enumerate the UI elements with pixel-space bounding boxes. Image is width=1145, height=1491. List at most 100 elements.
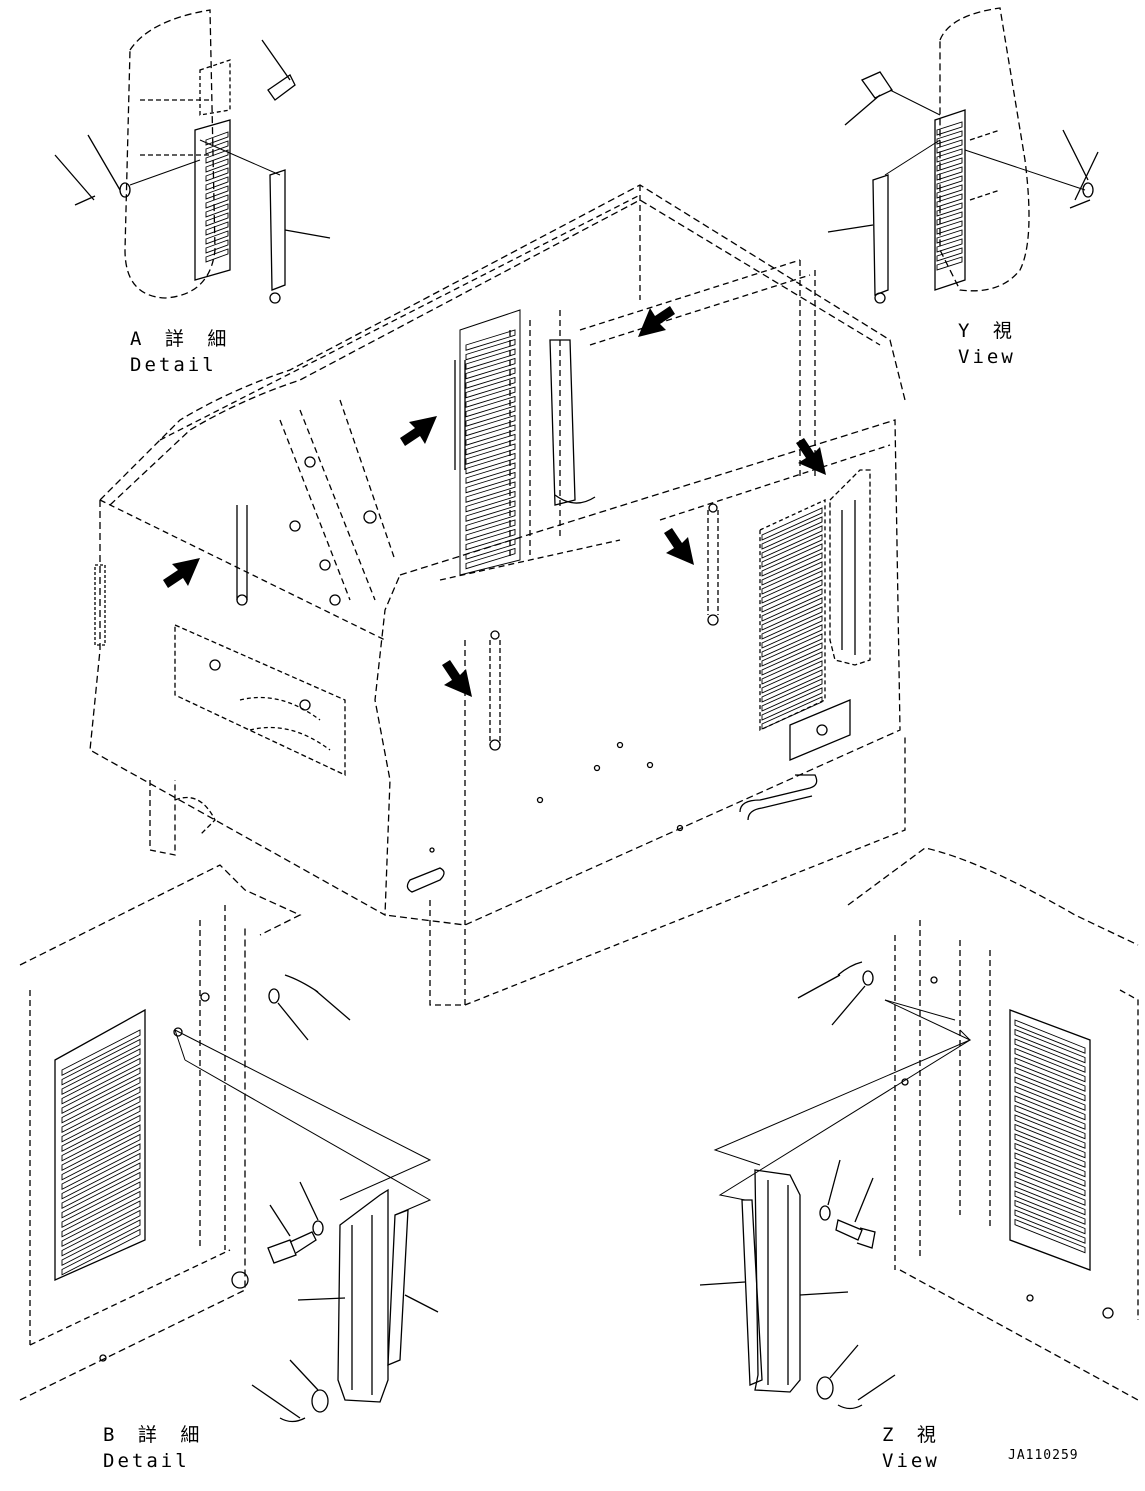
louvre-slat bbox=[205, 140, 229, 155]
louvre-slat bbox=[61, 1114, 141, 1162]
louvre-slat bbox=[936, 148, 963, 163]
louvre-slat bbox=[761, 696, 823, 730]
view-z-title: Z 視 bbox=[882, 1424, 942, 1446]
view-z-grille-slats bbox=[1014, 1019, 1086, 1254]
louvre-slat bbox=[761, 561, 823, 595]
detail-b-drawing bbox=[19, 864, 439, 1423]
louvre-slat bbox=[61, 1228, 141, 1276]
louvre-slat bbox=[761, 633, 823, 667]
louvre-slat bbox=[205, 194, 229, 209]
louvre-slat bbox=[1014, 1114, 1086, 1149]
detail-b-title: B 詳 細 bbox=[103, 1424, 206, 1446]
louvre-slat bbox=[61, 1219, 141, 1266]
louvre-slat bbox=[761, 534, 823, 568]
louvre-slat bbox=[61, 1105, 141, 1152]
view-y-subtitle: View bbox=[958, 346, 1016, 368]
louvre-slat bbox=[1014, 1104, 1086, 1140]
louvre-slat bbox=[465, 329, 516, 351]
view-z-subtitle: View bbox=[882, 1450, 940, 1472]
main-cab-frame bbox=[89, 184, 906, 1006]
louvre-slat bbox=[936, 220, 963, 235]
louvre-slat bbox=[1014, 1152, 1086, 1187]
louvre-slat bbox=[936, 202, 963, 217]
view-y-grille-slats bbox=[936, 121, 963, 271]
louvre-slat bbox=[61, 1162, 141, 1209]
louvre-slat bbox=[761, 687, 823, 721]
detail-a-grille-slats bbox=[205, 131, 229, 263]
louvre-slat bbox=[761, 642, 823, 676]
louvre-slat bbox=[61, 1095, 141, 1143]
louvre-slat bbox=[1014, 1085, 1086, 1121]
louvre-slat bbox=[205, 149, 229, 164]
louvre-slat bbox=[761, 525, 823, 559]
louvre-slat bbox=[936, 238, 963, 253]
louvre-slat bbox=[1014, 1161, 1086, 1197]
louvre-slat bbox=[1014, 1133, 1086, 1168]
louvre-slat bbox=[465, 338, 516, 361]
louvre-slat bbox=[936, 130, 963, 145]
louvre-slat bbox=[61, 1152, 141, 1200]
louvre-slat bbox=[205, 239, 229, 254]
louvre-slat bbox=[936, 166, 963, 181]
view-z-drawing bbox=[699, 847, 1139, 1410]
louvre-slat bbox=[465, 509, 516, 532]
center-grille bbox=[459, 309, 521, 576]
louvre-slat bbox=[465, 424, 516, 446]
louvre-slat bbox=[61, 1076, 141, 1124]
louvre-slat bbox=[465, 386, 516, 408]
louvre-slat bbox=[465, 367, 516, 389]
louvre-slat bbox=[936, 139, 963, 154]
detail-a-subtitle: Detail bbox=[130, 354, 217, 376]
louvre-slat bbox=[761, 507, 823, 541]
louvre-slat bbox=[205, 131, 229, 146]
louvre-slat bbox=[465, 547, 516, 570]
louvre-slat bbox=[61, 1086, 141, 1133]
view-y-drawing bbox=[827, 7, 1099, 304]
louvre-slat bbox=[761, 579, 823, 613]
louvre-slat bbox=[1014, 1190, 1086, 1225]
louvre-slat bbox=[936, 121, 963, 136]
louvre-slat bbox=[465, 433, 516, 456]
louvre-slat bbox=[465, 414, 516, 437]
louvre-slat bbox=[936, 175, 963, 190]
detail-a-title: A 詳 細 bbox=[130, 328, 233, 350]
louvre-slat bbox=[465, 357, 516, 380]
louvre-slat bbox=[1014, 1180, 1086, 1216]
louvre-slat bbox=[761, 552, 823, 586]
louvre-slat bbox=[61, 1190, 141, 1238]
louvre-slat bbox=[465, 405, 516, 427]
louvre-slat bbox=[465, 452, 516, 475]
louvre-slat bbox=[61, 1171, 141, 1219]
louvre-slat bbox=[761, 516, 823, 550]
louvre-slat bbox=[205, 185, 229, 200]
louvre-slat bbox=[61, 1057, 141, 1105]
louvre-slat bbox=[761, 624, 823, 658]
louvre-slat bbox=[465, 471, 516, 494]
louvre-slat bbox=[1014, 1142, 1086, 1178]
louvre-slat bbox=[205, 212, 229, 227]
louvre-slat bbox=[61, 1067, 141, 1114]
louvre-slat bbox=[61, 1029, 141, 1076]
louvre-slat bbox=[936, 247, 963, 262]
louvre-slat bbox=[61, 1200, 141, 1247]
louvre-slat bbox=[61, 1209, 141, 1257]
louvre-slat bbox=[1014, 1218, 1086, 1254]
louvre-slat bbox=[465, 395, 516, 418]
louvre-slat bbox=[761, 570, 823, 604]
louvre-slat bbox=[936, 229, 963, 244]
louvre-slat bbox=[1014, 1038, 1086, 1073]
louvre-slat bbox=[1014, 1019, 1086, 1054]
louvre-slat bbox=[761, 588, 823, 622]
louvre-slat bbox=[61, 1124, 141, 1171]
louvre-slat bbox=[205, 158, 229, 173]
louvre-slat bbox=[761, 678, 823, 712]
louvre-slat bbox=[205, 230, 229, 245]
louvre-slat bbox=[465, 376, 516, 399]
louvre-slat bbox=[1014, 1057, 1086, 1092]
louvre-slat bbox=[1014, 1076, 1086, 1111]
detail-b-grille-slats bbox=[61, 1029, 141, 1276]
main-center-rod bbox=[549, 339, 596, 506]
louvre-slat bbox=[61, 1048, 141, 1095]
louvre-slat bbox=[1014, 1047, 1086, 1083]
